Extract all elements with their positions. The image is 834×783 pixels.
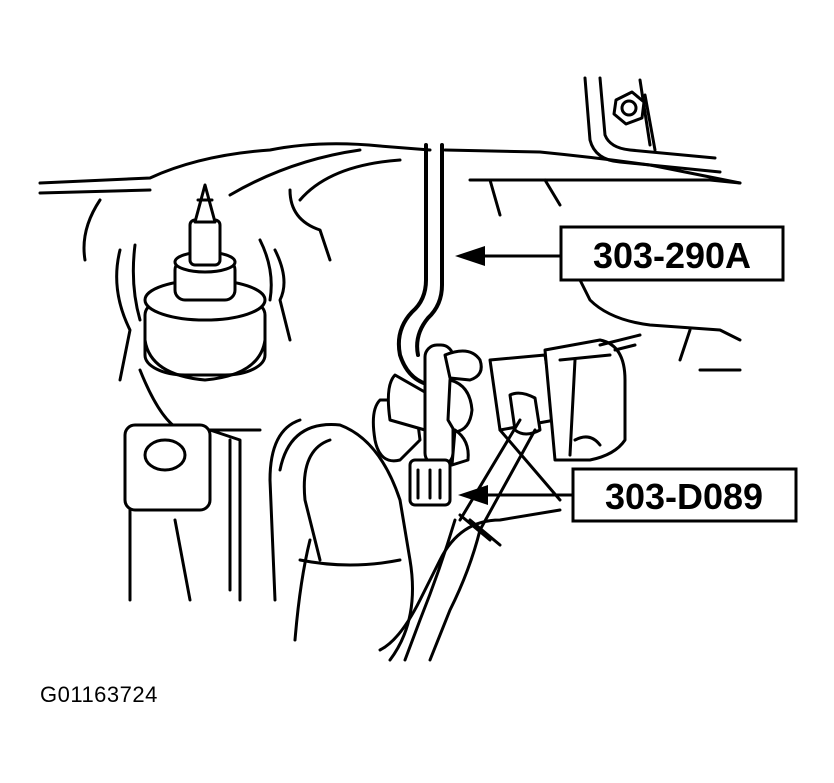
clamp-tool: [371, 343, 483, 507]
wiring-harness: [403, 428, 562, 662]
engine-outline: [38, 142, 742, 602]
callout-303-290A: 303-290A: [455, 225, 785, 282]
fuel-filter-component: [115, 183, 292, 602]
bolt-icon: [612, 90, 646, 126]
callout-303-D089: 303-D089: [458, 467, 798, 523]
fuel-line-tool: [396, 143, 444, 387]
electrical-connector: [458, 333, 642, 532]
figure-id: G01163724: [40, 682, 158, 707]
callout-label-303-290A: 303-290A: [593, 235, 751, 276]
bracket-with-bolt: [583, 76, 722, 174]
callout-label-303-D089: 303-D089: [605, 476, 763, 517]
